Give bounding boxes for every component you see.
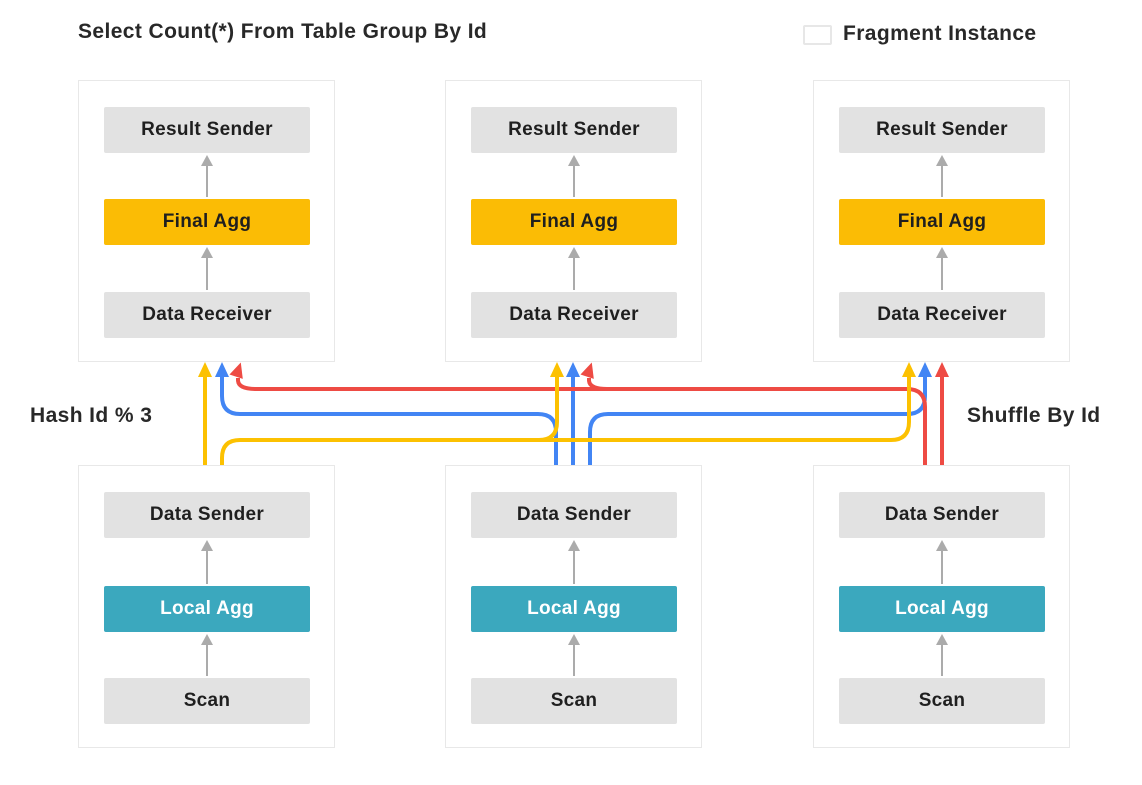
node-local-agg: Local Agg <box>104 586 310 632</box>
dataflow-arrow <box>567 540 580 584</box>
dataflow-arrow <box>200 247 213 290</box>
dataflow-arrow <box>935 634 948 676</box>
dataflow-arrow <box>200 155 213 197</box>
page-title: Select Count(*) From Table Group By Id <box>78 20 488 43</box>
node-data-sender: Data Sender <box>104 492 310 538</box>
arrowhead-yellow-t3 <box>902 362 916 377</box>
node-result-sender: Result Sender <box>839 107 1045 153</box>
node-local-agg: Local Agg <box>471 586 677 632</box>
node-final-agg: Final Agg <box>839 199 1045 245</box>
fragment-bottom-2: Data Sender Local Agg Scan <box>445 465 702 748</box>
dataflow-arrow <box>567 155 580 197</box>
arrowhead-blue-t2 <box>566 362 580 377</box>
fragment-top-1: Result Sender Final Agg Data Receiver <box>78 80 335 362</box>
node-data-receiver: Data Receiver <box>104 292 310 338</box>
dataflow-arrow <box>935 540 948 584</box>
fragment-instance-swatch <box>803 25 832 45</box>
node-scan: Scan <box>471 678 677 724</box>
arrow-up-icon <box>935 247 948 258</box>
flow-b1-t3-yellow <box>220 376 911 465</box>
node-result-sender: Result Sender <box>471 107 677 153</box>
arrow-up-icon <box>567 247 580 258</box>
dataflow-arrow <box>567 247 580 290</box>
hash-label: Hash Id % 3 <box>30 404 153 427</box>
flow-b3-t1-red <box>236 378 927 465</box>
dataflow-arrow <box>935 247 948 290</box>
flows-blue <box>220 376 927 465</box>
legend-label: Fragment Instance <box>843 22 1037 45</box>
dataflow-arrow <box>200 540 213 584</box>
dataflow-arrow <box>567 634 580 676</box>
flow-b3-t2-red <box>587 378 608 391</box>
fragment-top-2: Result Sender Final Agg Data Receiver <box>445 80 702 362</box>
node-data-receiver: Data Receiver <box>471 292 677 338</box>
dataflow-arrow <box>200 634 213 676</box>
arrow-up-icon <box>200 155 213 166</box>
arrow-up-icon <box>200 540 213 551</box>
fragment-bottom-1: Data Sender Local Agg Scan <box>78 465 335 748</box>
arrow-up-icon <box>935 155 948 166</box>
flows-red <box>236 376 944 465</box>
node-final-agg: Final Agg <box>471 199 677 245</box>
flow-b1-t2-yellow <box>538 376 559 442</box>
arrow-up-icon <box>935 634 948 645</box>
arrowhead-yellow-t1 <box>198 362 212 377</box>
arrow-up-icon <box>200 247 213 258</box>
arrow-up-icon <box>200 634 213 645</box>
arrow-up-icon <box>567 155 580 166</box>
legend: Fragment Instance <box>803 22 1037 46</box>
dataflow-arrow <box>935 155 948 197</box>
arrowhead-blue-t1 <box>215 362 229 377</box>
arrow-up-icon <box>567 634 580 645</box>
flow-b2-t3-blue <box>588 376 927 465</box>
shuffle-label: Shuffle By Id <box>967 404 1101 427</box>
flow-arrowheads <box>198 362 949 379</box>
arrowhead-yellow-t2 <box>550 362 564 377</box>
fragment-bottom-3: Data Sender Local Agg Scan <box>813 465 1070 748</box>
node-result-sender: Result Sender <box>104 107 310 153</box>
flows-yellow <box>203 376 911 465</box>
arrowhead-red-t3 <box>935 362 949 377</box>
arrow-up-icon <box>935 540 948 551</box>
node-data-receiver: Data Receiver <box>839 292 1045 338</box>
flow-b2-t1-blue <box>220 376 558 465</box>
node-data-sender: Data Sender <box>839 492 1045 538</box>
node-final-agg: Final Agg <box>104 199 310 245</box>
node-scan: Scan <box>839 678 1045 724</box>
node-scan: Scan <box>104 678 310 724</box>
arrowhead-red-t1 <box>229 362 243 379</box>
arrowhead-red-t2 <box>580 362 594 379</box>
fragment-top-3: Result Sender Final Agg Data Receiver <box>813 80 1070 362</box>
arrow-up-icon <box>567 540 580 551</box>
arrowhead-blue-t3 <box>918 362 932 377</box>
node-local-agg: Local Agg <box>839 586 1045 632</box>
node-data-sender: Data Sender <box>471 492 677 538</box>
